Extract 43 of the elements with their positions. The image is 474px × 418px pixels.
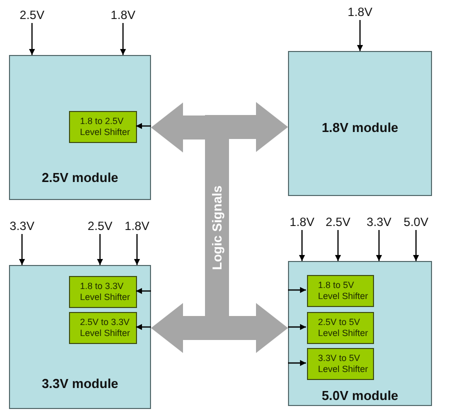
voltage-label: 2.5V: [17, 7, 47, 23]
level-shifter-box: 1.8 to 5V Level Shifter: [307, 275, 374, 307]
voltage-label: 2.5V: [323, 214, 353, 230]
level-shifter-box: 3.3V to 5V Level Shifter: [307, 348, 374, 380]
level-shifter-box: 1.8 to 3.3V Level Shifter: [69, 276, 137, 308]
module-box: [9, 265, 151, 409]
voltage-label: 1.8V: [108, 7, 138, 23]
arrow: [29, 23, 35, 55]
arrow: [288, 360, 306, 366]
arrow: [136, 123, 151, 129]
bus-arrow: [151, 303, 205, 353]
arrow: [134, 234, 140, 265]
arrow: [357, 20, 363, 51]
module-label: 2.5V module: [40, 170, 120, 185]
arrow: [97, 234, 103, 265]
arrow: [288, 324, 306, 330]
voltage-label: 2.5V: [85, 218, 115, 234]
voltage-label: 3.3V: [7, 218, 37, 234]
module-label: 5.0V module: [320, 388, 400, 403]
module-box: [288, 51, 432, 196]
arrow: [288, 287, 306, 293]
module-box: [288, 261, 432, 406]
level-shifter-box: 2.5V to 5V Level Shifter: [307, 312, 374, 344]
module-label: 1.8V module: [320, 120, 400, 135]
module-label: 3.3V module: [40, 376, 120, 391]
bus-arrow: [151, 102, 205, 152]
level-shifter-box: 1.8 to 2.5V Level Shifter: [69, 111, 137, 143]
arrow: [376, 230, 382, 261]
module-box: [9, 55, 151, 200]
arrow: [120, 23, 126, 55]
level-shifter-box: 2.5V to 3.3V Level Shifter: [69, 312, 137, 344]
arrow: [299, 230, 305, 261]
arrow: [335, 230, 341, 261]
arrow: [19, 234, 25, 265]
voltage-label: 5.0V: [401, 214, 431, 230]
voltage-label: 1.8V: [345, 4, 375, 20]
arrow: [136, 324, 151, 330]
arrow: [413, 230, 419, 261]
voltage-label: 1.8V: [122, 218, 152, 234]
voltage-label: 1.8V: [287, 214, 317, 230]
arrow: [136, 288, 151, 294]
voltage-label: 3.3V: [364, 214, 394, 230]
signal-bus: Logic Signals: [205, 115, 229, 340]
